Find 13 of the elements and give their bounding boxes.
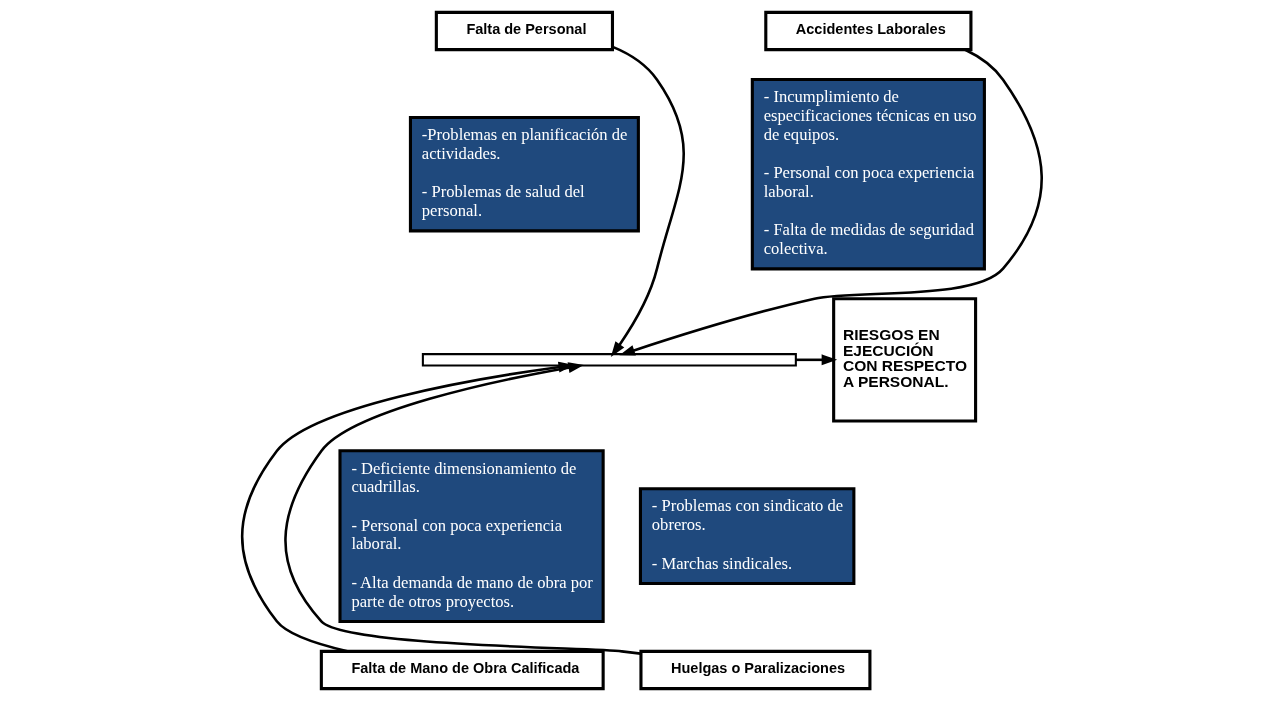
node-box: - Problemas con sindicato de obreros. - Marchas sindicales. — [638, 487, 855, 586]
arrow — [795, 354, 837, 366]
node-box: - Deficiente dimensionamiento de cuadrillas. - Personal con poca experiencia laboral. - Alta demanda de mano de obra por parte de otros proyectos. — [337, 449, 605, 624]
node-box: Huelgas o Paralizaciones — [638, 649, 871, 691]
node-box: Falta de Personal — [434, 10, 614, 52]
node-box: - Incumplimiento de especificaciones técnicas en uso de equipos. - Personal con poca experiencia laboral. - Falta de medidas de seguridad colectiva. — [750, 77, 986, 271]
arrow — [610, 45, 685, 358]
node-box: Falta de Mano de Obra Calificada — [319, 649, 605, 691]
node-box: -Problemas en planificación de actividades. - Problemas de salud del personal. — [408, 115, 640, 233]
arrow — [618, 48, 1043, 356]
node-bar — [421, 353, 797, 367]
node-box: RIESGOS EN EJECUCIÓN CON RESPECTO A PERSONAL. — [831, 297, 977, 423]
node-box: Accidentes Laborales — [763, 10, 972, 52]
